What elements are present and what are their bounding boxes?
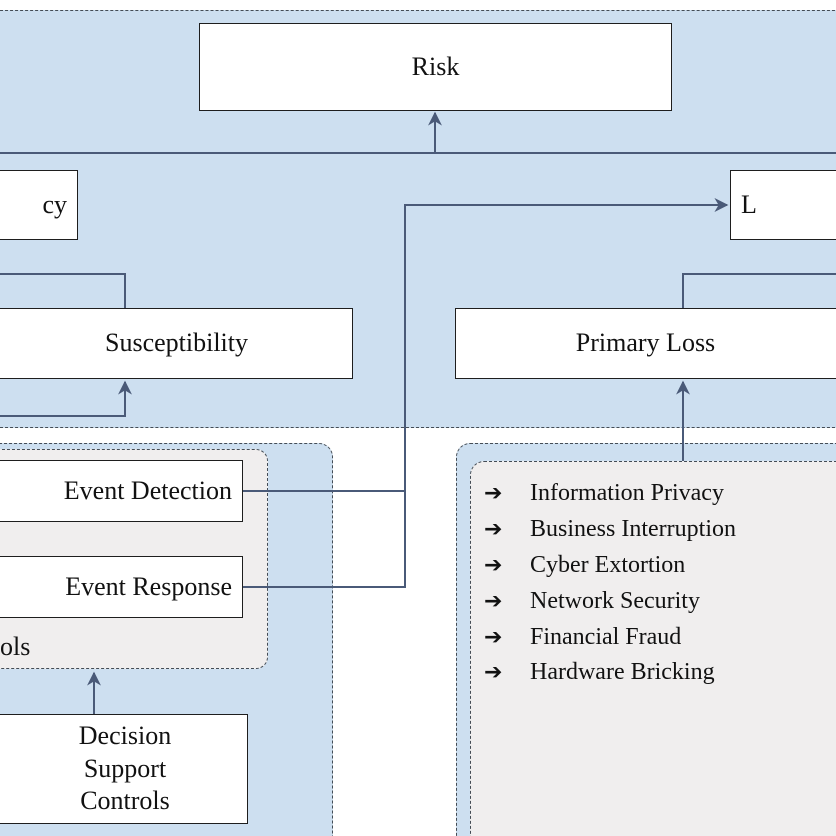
arrow-right-icon: ➔ (484, 552, 503, 578)
list-item: ➔ Network Security (484, 583, 736, 619)
loss-category-label: Cyber Extortion (530, 551, 686, 578)
loss-node: L (730, 170, 836, 240)
arrow-right-icon: ➔ (484, 660, 503, 686)
arrow-right-icon: ➔ (484, 481, 503, 507)
loss-category-label: Hardware Bricking (530, 659, 715, 686)
primary-loss-node: Primary Loss (455, 308, 836, 379)
event-detection-label: Event Detection (63, 475, 232, 505)
controls-group-label: ols (0, 632, 31, 661)
list-item: ➔ Cyber Extortion (484, 548, 736, 584)
risk-label: Risk (411, 51, 460, 81)
arrow-right-icon: ➔ (484, 624, 503, 650)
frequency-label: cy (42, 189, 67, 219)
event-response-node: Event Response (0, 556, 243, 618)
arrow-right-icon: ➔ (484, 517, 503, 543)
arrow-right-icon: ➔ (484, 588, 503, 614)
loss-category-label: Network Security (530, 587, 700, 614)
list-item: ➔ Hardware Bricking (484, 655, 736, 691)
decision-support-line-1: Decision (78, 721, 172, 751)
frequency-node: cy (0, 170, 78, 240)
event-detection-node: Event Detection (0, 460, 243, 522)
list-item: ➔ Financial Fraud (484, 619, 736, 655)
susceptibility-label: Susceptibility (105, 328, 248, 358)
list-item: ➔ Business Interruption (484, 512, 736, 548)
loss-category-label: Business Interruption (530, 516, 736, 543)
primary-loss-label: Primary Loss (575, 328, 716, 358)
susceptibility-node: Susceptibility (0, 308, 353, 379)
loss-category-label: Information Privacy (530, 480, 724, 507)
risk-node: Risk (199, 23, 672, 111)
decision-support-line-2: Support (83, 753, 167, 783)
loss-label: L (741, 189, 757, 219)
event-response-label: Event Response (65, 571, 232, 601)
loss-category-list: ➔ Information Privacy ➔ Business Interru… (484, 476, 736, 691)
loss-category-label: Financial Fraud (530, 623, 682, 650)
decision-support-node: Decision Support Controls (0, 714, 248, 824)
decision-support-line-3: Controls (80, 786, 170, 816)
list-item: ➔ Information Privacy (484, 476, 736, 512)
